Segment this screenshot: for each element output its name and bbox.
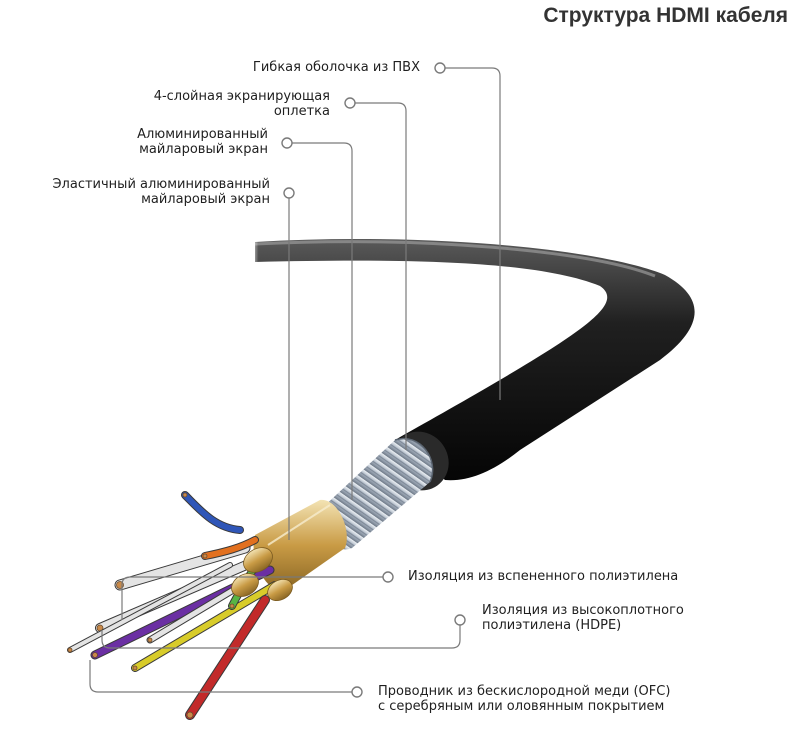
leader-ofc-marker [351,686,363,698]
leader-pvc-sheath [440,67,501,400]
copper-conductor [186,711,194,719]
label-elastic-mylar: Эластичный алюминированный майларовый эк… [52,177,270,207]
pvc-jacket [250,236,695,491]
label-mylar-screen: Алюминированный майларовый экран [137,127,268,157]
pair-foil [243,547,273,573]
leader-hdpe [101,620,461,649]
leader-ofc [89,660,357,693]
copper-conductor [147,637,153,643]
wire-bundle [67,491,293,720]
diagram-title: Структура HDMI кабеля [543,4,788,27]
label-ofc: Проводник из бескислородной меди (OFC) с… [378,684,671,714]
leader-markers [281,62,466,698]
copper-conductor [229,603,235,609]
wire [202,537,258,559]
leader-mylar-screen-marker [281,137,293,149]
copper-conductor [132,665,138,671]
label-pvc-sheath: Гибкая оболочка из ПВХ [252,60,420,75]
leader-braid-marker [344,97,356,109]
wire [68,563,232,652]
mylar-foil [253,499,347,591]
copper-conductor [92,652,98,658]
copper-conductor [202,553,208,559]
wire [182,492,243,533]
wire [186,596,269,719]
leader-elastic-mylar-marker [283,187,295,199]
label-hdpe: Изоляция из высокоплотного полиэтилена (… [482,603,684,633]
pair-foil [267,578,293,602]
leader-braid [350,102,407,450]
copper-conductor [182,492,188,498]
leader-pvc-sheath-marker [434,62,446,74]
label-braid: 4-слойная экранирующая оплетка [153,89,330,119]
leader-foam-pe [121,576,388,620]
leader-foam-pe-marker [382,571,394,583]
pair-foil [231,573,259,597]
leader-lines [89,67,501,693]
braid-shield [318,437,434,550]
leader-hdpe-marker [454,614,466,626]
copper-conductor [67,647,73,653]
label-foam-pe: Изоляция из вспененного полиэтилена [408,569,679,584]
wire [132,582,278,671]
leader-mylar-screen [287,142,353,500]
